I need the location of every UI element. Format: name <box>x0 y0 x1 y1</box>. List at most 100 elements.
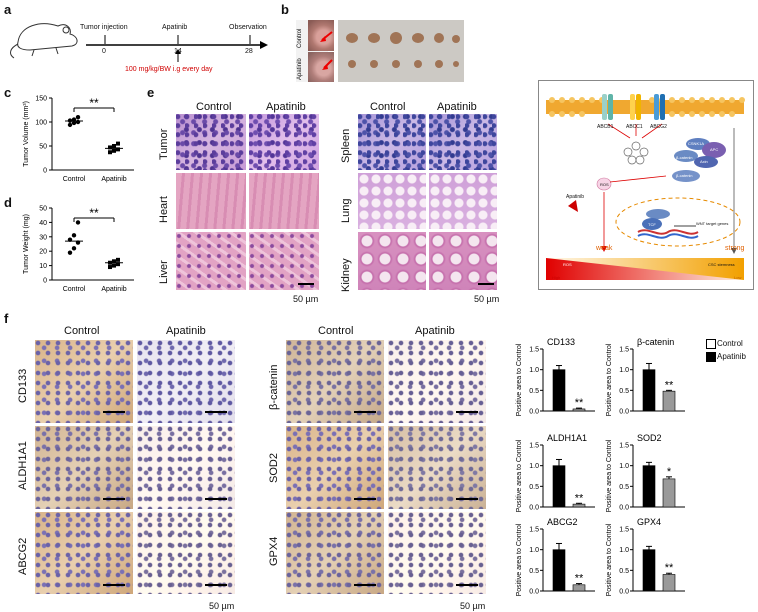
data-point <box>108 150 112 155</box>
he-spleen-control <box>358 114 426 170</box>
f-row-aldh1a1: ALDH1A1 <box>17 441 29 490</box>
scale-bar <box>103 498 125 500</box>
ihc-gpx4-apatinib <box>388 512 486 594</box>
y-tick-label: 40 <box>39 220 47 227</box>
y-tick-label: 30 <box>39 234 47 241</box>
data-point <box>75 220 81 225</box>
e-row-lung: Lung <box>340 198 352 223</box>
y-tick-label: 0.5 <box>529 484 539 491</box>
ihc-gpx4-control <box>286 512 384 594</box>
transporter-ABCG2 <box>654 94 665 120</box>
data-point <box>116 257 120 262</box>
g-label-weak: weak <box>596 245 613 252</box>
e-scale-left: 50 µm <box>293 294 319 304</box>
scale-bar <box>456 584 478 586</box>
mouse-photo-apatinib <box>308 52 334 82</box>
f-scale-right: 50 µm <box>460 601 486 611</box>
legend-control: Control <box>717 339 743 348</box>
y-axis-label: Positive area to Control <box>516 343 523 416</box>
data-point <box>71 120 77 126</box>
data-point <box>71 233 77 238</box>
ihc-abcg2-apatinib <box>137 512 235 594</box>
y-tick-label: 20 <box>39 249 47 256</box>
significance-label: ** <box>89 96 99 110</box>
he-kidney-apatinib <box>429 232 497 290</box>
drug-molecules <box>623 141 649 165</box>
he-heart-apatinib <box>249 173 319 229</box>
x-tick-label: Apatinib <box>101 176 126 183</box>
transporter-ABCB1 <box>602 94 613 120</box>
y-axis-label: Positive area to Control <box>606 343 613 416</box>
x-tick-label: Control <box>63 286 86 293</box>
bar <box>572 503 586 508</box>
gradient-bar <box>546 258 744 280</box>
f-right-col-control: Control <box>318 325 354 337</box>
f-left-col-apatinib: Apatinib <box>166 325 206 337</box>
tumor-arrows <box>320 31 333 70</box>
y-tick-label: 1.5 <box>529 443 539 450</box>
label-tumor-injection: Tumor injection <box>80 24 128 31</box>
scale-bar <box>103 411 125 413</box>
scale-bar <box>456 498 478 500</box>
f-scale-left: 50 µm <box>209 601 235 611</box>
label-day14: 14 <box>174 48 182 55</box>
data-point <box>116 262 120 267</box>
ihc-cd133-control <box>35 340 133 423</box>
y-axis-label: Positive area to Control <box>606 439 613 512</box>
significance-label: * <box>667 466 672 478</box>
y-tick-label: 1.5 <box>619 527 629 534</box>
g-label-abcc1: ABCC1 <box>626 124 643 130</box>
significance-label: ** <box>89 206 99 220</box>
g-label-axin: Axin <box>700 159 708 164</box>
scale-bar <box>478 283 494 285</box>
e-scale-right: 50 µm <box>474 294 500 304</box>
scale-bar <box>354 411 376 413</box>
label-observation: Observation <box>229 24 267 31</box>
he-kidney-control <box>358 232 426 290</box>
g-label-abcg2: ABCG2 <box>650 124 667 130</box>
g-label-ros: ROS <box>600 182 609 187</box>
y-tick-label: 1.0 <box>619 547 629 554</box>
scale-bar <box>298 283 314 285</box>
ihc-cd133-apatinib <box>137 340 235 423</box>
x-tick-label: Control <box>63 176 86 183</box>
f-row-abcg2: ABCG2 <box>17 537 29 575</box>
y-axis-label: Positive area to Control <box>516 523 523 596</box>
bar <box>572 408 586 412</box>
tumor-specimens <box>346 32 460 68</box>
data-point <box>112 263 116 268</box>
bar <box>642 549 656 592</box>
data-point <box>75 115 81 120</box>
row-label-control: Control <box>297 28 303 48</box>
y-tick-label: 1.0 <box>529 367 539 374</box>
y-tick-label: 100 <box>35 120 47 127</box>
panel-label-b: b <box>281 2 289 17</box>
g-label-bcat-free: β-catenin <box>676 173 693 178</box>
mouse-photo-control <box>308 20 334 51</box>
bar <box>572 584 586 592</box>
row-label-apatinib: Apatinib <box>297 58 303 80</box>
bar <box>552 549 566 592</box>
g-label-tcf: TCF <box>648 222 656 227</box>
ihc-sod2-control <box>286 426 384 509</box>
y-tick-label: 1.5 <box>619 443 629 450</box>
legend-swatch-control <box>706 339 716 349</box>
y-tick-label: 0.0 <box>619 409 629 416</box>
he-spleen-apatinib <box>429 114 497 170</box>
ihc-abcg2-control <box>35 512 133 594</box>
y-tick-label: 50 <box>39 144 47 151</box>
he-liver-control <box>176 232 246 290</box>
y-axis-label: Tumor Volume (mm³) <box>23 101 30 167</box>
e-row-kidney: Kidney <box>340 258 352 292</box>
transporter-ABCC1 <box>630 94 641 120</box>
e-row-heart: Heart <box>158 196 170 223</box>
data-point <box>116 141 120 146</box>
scale-bar <box>205 411 227 413</box>
cell-membrane <box>546 97 745 117</box>
timeline-arrow <box>260 41 268 49</box>
y-tick-label: 0.0 <box>619 505 629 512</box>
bar <box>552 465 566 508</box>
chart-title: SOD2 <box>637 433 662 443</box>
apatinib-pill <box>568 200 578 212</box>
